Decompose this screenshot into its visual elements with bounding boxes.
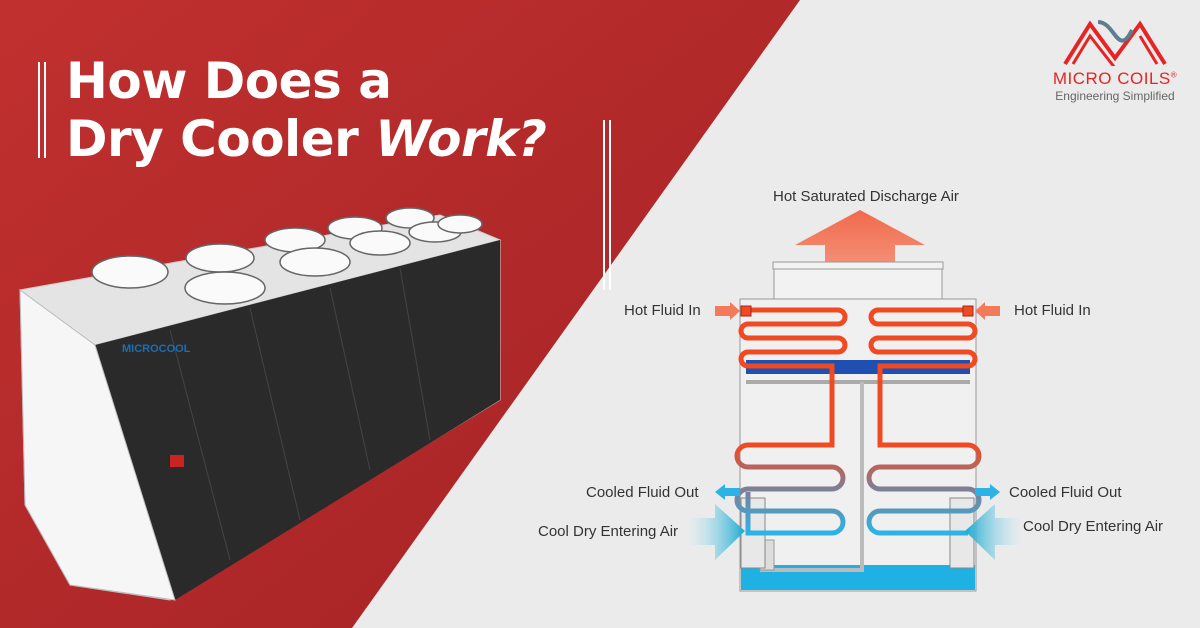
label-hot-fluid-in-left: Hot Fluid In xyxy=(624,302,701,319)
air-in-left-arrow-icon xyxy=(690,504,745,560)
dry-cooler-image: MICROCOOL xyxy=(18,207,502,601)
bracket-line-right-2 xyxy=(609,120,611,290)
title-line-2: Dry Cooler Work? xyxy=(66,110,547,168)
micro-coils-logo: MICRO COILS® Engineering Simplified xyxy=(1045,18,1185,103)
hot-in-left-arrow-icon xyxy=(715,302,740,320)
hot-coils xyxy=(738,307,978,448)
label-cooled-fluid-out-right: Cooled Fluid Out xyxy=(1009,484,1122,501)
cooled-out-right-arrow-icon xyxy=(975,484,1000,500)
cooling-coils xyxy=(734,442,982,536)
title-line-1: How Does a xyxy=(66,52,392,110)
bracket-line-left xyxy=(38,62,40,158)
label-cooled-fluid-out-left: Cooled Fluid Out xyxy=(586,484,699,501)
hot-in-right-arrow-icon xyxy=(975,302,1000,320)
bracket-line-left-2 xyxy=(44,62,46,158)
label-hot-fluid-in-right: Hot Fluid In xyxy=(1014,302,1091,319)
bracket-line-right xyxy=(603,120,605,290)
label-air-in-left: Cool Dry Entering Air xyxy=(538,523,679,540)
label-air-in-right: Cool Dry Entering Air xyxy=(1023,518,1164,535)
logo-name: MICRO COILS® xyxy=(1052,69,1178,88)
title-italic: Work? xyxy=(375,110,547,168)
label-discharge-air: Hot Saturated Discharge Air xyxy=(773,188,959,205)
page-title: How Does a Dry Cooler Work? xyxy=(66,52,547,168)
cooled-out-left-arrow-icon xyxy=(715,484,740,500)
logo-mark-icon xyxy=(1063,20,1167,69)
air-in-right-arrow-icon xyxy=(965,504,1020,560)
logo-tagline: Engineering Simplified xyxy=(1055,89,1175,103)
product-brand: MICROCOOL xyxy=(122,343,191,355)
title-plain: Dry Cooler xyxy=(66,110,359,168)
emergency-button xyxy=(170,455,184,467)
